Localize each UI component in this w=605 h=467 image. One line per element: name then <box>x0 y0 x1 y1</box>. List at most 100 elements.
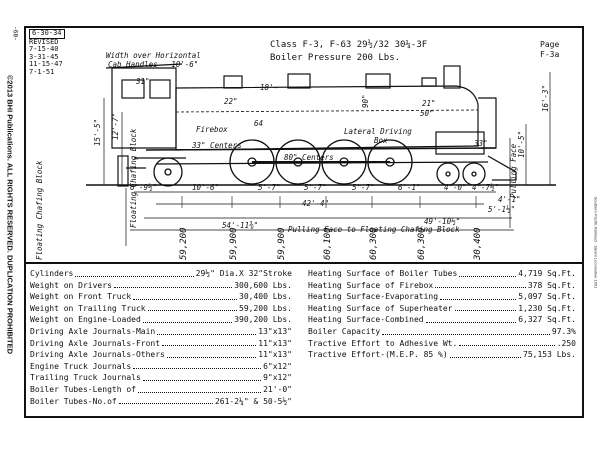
spec-value: 9"x12" <box>263 373 292 383</box>
dim-10-6: 10'-6" <box>192 183 219 192</box>
dim-4-7: 4'-7½" <box>472 183 499 192</box>
floating-block-label: Floating Chafing Block <box>129 128 138 228</box>
spec-label: Weight on Front Truck <box>30 292 132 302</box>
spec-label: Weight on Trailing Truck <box>30 303 146 313</box>
revision-date: 7-15-40 <box>29 45 59 53</box>
spec-value: 378 Sq.Ft. <box>527 280 576 290</box>
dim-5-7: 5'-7" <box>304 183 327 192</box>
spec-value: 29½" Dia.X 32"Stroke <box>195 269 292 278</box>
spec-row: Weight on Engine-Loaded 390,200 Lbs. <box>30 314 292 326</box>
page-id: F-3a <box>540 50 560 59</box>
spec-value: 11"x13" <box>258 350 292 360</box>
spec-value: 13"x13" <box>258 326 292 336</box>
dim-54-11: 54'-11⅜" <box>222 221 258 230</box>
spec-row: Boiler Tubes-Length of 21'-0" <box>30 384 292 396</box>
spec-label: Tractive Effort to Adhesive Wt. <box>308 338 458 348</box>
pull-face-block-label: Pulling Face to Floating Chafing Block <box>288 225 460 234</box>
dimension-lines <box>103 72 551 246</box>
axle-weight-label: 60,300 <box>369 227 379 260</box>
dim-6-9: 6'-9½" <box>130 183 157 192</box>
dim-4-0: 4'-0" <box>444 183 467 192</box>
page-label: Page <box>540 40 560 49</box>
axle-weights: 59,200 59,900 59,900 60,100 60,300 60,30… <box>179 227 483 260</box>
lateral-driving-label: Lateral Driving <box>344 127 412 136</box>
dim-18: 18'- <box>260 83 278 92</box>
dim-4-1: 4'-1" <box>498 195 521 204</box>
spec-value: 4,719 Sq.Ft. <box>518 269 576 278</box>
spec-value: .250 <box>556 338 576 348</box>
dim-21: 21" <box>422 99 436 108</box>
locomotive-outline <box>105 63 517 187</box>
spec-value: 390,200 Lbs. <box>234 315 292 325</box>
spec-label: Tractive Effort-(M.E.P. 85 %) <box>308 350 448 360</box>
copyright-strip: ©2013 BHI Publications. ALL RIGHTS RESER… <box>0 40 22 420</box>
boiler-pressure: Boiler Pressure 200 Lbs. <box>270 53 401 63</box>
spec-label: Boiler Tubes-No.of <box>30 396 117 406</box>
spec-label: Heating Surface of Firebox <box>308 280 434 290</box>
spec-row: Boiler Capacity 97.3% <box>308 326 576 338</box>
dim-16-3: 16'-3" <box>541 85 550 112</box>
spec-value: 21'-0" <box>263 384 292 394</box>
revision-date: 11-15-47 <box>29 60 63 68</box>
spec-row: Weight on Trailing Truck 59,200 Lbs. <box>30 303 292 315</box>
diagram-frame <box>24 26 584 418</box>
wheel-set <box>153 139 486 187</box>
table-divider <box>24 262 584 264</box>
axle-weight-ticks <box>181 196 477 208</box>
spec-label: Boiler Tubes-Length of <box>30 384 136 394</box>
spec-value: 97.3% <box>551 326 576 336</box>
right-credit-strip: Southern Pacific Railroad · Steam Locomo… <box>586 40 602 420</box>
spec-label: Trailing Truck Journals <box>30 373 141 383</box>
spec-label: Heating Surface-Combined <box>308 315 424 325</box>
axle-weight-label: 30,400 <box>473 227 483 260</box>
spec-row: Heating Surface of Firebox 378 Sq.Ft. <box>308 280 576 292</box>
box-label: Box <box>374 136 388 145</box>
spec-value: 6"x12" <box>263 361 292 371</box>
spec-row: Tractive Effort to Adhesive Wt. .250 <box>308 338 576 350</box>
axle-weight-label: 60,300 <box>417 227 427 260</box>
drawing-labels: Width over Horizontal Cab Handles - 10'-… <box>35 51 550 260</box>
spec-label: Boiler Capacity <box>308 326 381 336</box>
cab-handles-label: Cab Handles - 10'-6" <box>108 60 198 69</box>
spec-label: Driving Axle Journals-Front <box>30 338 161 348</box>
dim-42-4: 42'-4" <box>302 199 329 208</box>
dim-50: 50" <box>420 109 434 118</box>
dim-height: 15'-5" <box>93 119 102 146</box>
spec-value: 261-2¼" & 50-5½" <box>214 396 292 406</box>
axle-weight-label: 59,900 <box>277 227 287 260</box>
spec-label: Weight on Drivers <box>30 280 112 290</box>
dim-90: 90" <box>361 94 370 108</box>
spec-label: Weight on Engine-Loaded <box>30 315 141 325</box>
spec-label: Driving Axle Journals-Main <box>30 326 156 336</box>
right-credit-text: Southern Pacific Railroad · Steam Locomo… <box>593 196 599 289</box>
revision-date: 7-1-51 <box>29 67 55 76</box>
spec-row: Boiler Tubes-No.of 261-2¼" & 50-5½" <box>30 396 292 408</box>
dim-10-5: 10'-5" <box>517 131 526 158</box>
dim-49-10: 49'-10½" <box>424 217 460 226</box>
revision-label: REVISED <box>29 37 59 46</box>
class-fraction: 29½/32 <box>356 40 390 50</box>
copyright-text: ©2013 BHI Publications. ALL RIGHTS RESER… <box>5 74 15 355</box>
spec-value: 59,200 Lbs. <box>239 303 292 313</box>
dim-6-1: 6'-1" <box>398 183 421 192</box>
spec-label: Driving Axle Journals-Others <box>30 350 165 360</box>
trailing-truck-wheel <box>153 157 183 187</box>
dim-22: 22" <box>224 97 238 106</box>
dim-64: 64 <box>254 119 263 128</box>
spec-value: 5,097 Sq.Ft. <box>518 292 576 302</box>
revision-date: 6-30-34 <box>29 29 65 39</box>
pulling-face-label: Pulling Face <box>509 143 518 198</box>
class-text: Class F-3, F-63 <box>270 40 352 50</box>
axle-weight-label: 59,200 <box>179 227 189 260</box>
width-over-label: Width over Horizontal <box>106 51 201 60</box>
